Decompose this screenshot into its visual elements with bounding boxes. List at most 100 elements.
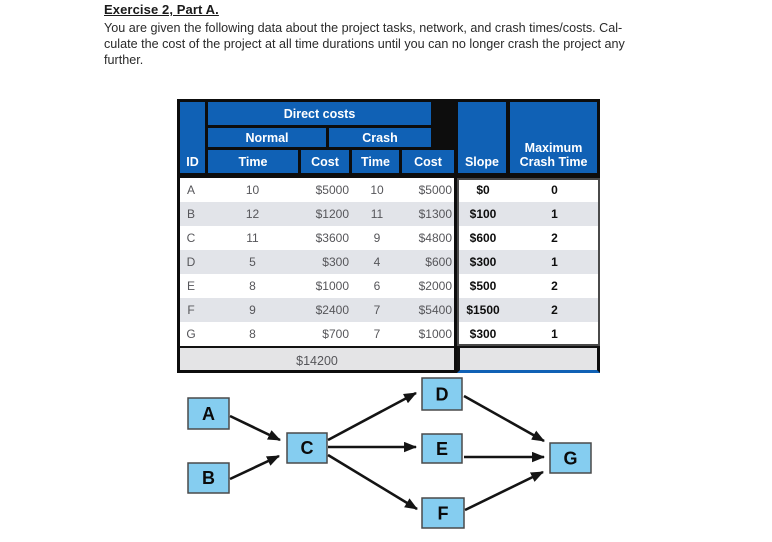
cell-normal-time: 9 <box>249 303 256 317</box>
instruction-line: culate the cost of the project at all ti… <box>104 37 625 51</box>
cell-slope: $300 <box>469 255 497 269</box>
header-max-crash-time: Maximum Crash Time <box>510 102 597 173</box>
table-row-g: G 8 $700 7 $1000 $300 1 <box>177 322 600 346</box>
cell-crash-time: 7 <box>373 327 381 341</box>
header-max-line1: Maximum <box>524 141 583 155</box>
instruction-line: You are given the following data about t… <box>104 21 623 35</box>
cell-max-crash: 2 <box>551 279 558 293</box>
total-normal-cost: $14200 <box>177 346 457 373</box>
cell-slope: $300 <box>469 327 497 341</box>
cell-normal-time: 11 <box>246 231 259 245</box>
cell-normal-time: 8 <box>249 279 256 293</box>
cell-crash-time: 10 <box>370 183 384 197</box>
cell-crash-time: 9 <box>373 231 381 245</box>
node-a: A <box>187 397 230 430</box>
header-crash-cost: Cost <box>402 150 454 173</box>
cell-normal-cost: $300 <box>322 255 349 269</box>
network-diagram: A B C D E F G <box>187 377 592 529</box>
cell-crash-cost: $1300 <box>418 207 452 221</box>
table-body: A 10 $5000 10 $5000 $0 0 B 12 $1200 11 $… <box>177 178 600 346</box>
header-max-line2: Crash Time <box>519 155 588 169</box>
cell-crash-time: 7 <box>373 303 381 317</box>
node-f-label: F <box>438 504 449 524</box>
cell-normal-time: 10 <box>245 183 260 197</box>
cell-normal-cost: $3600 <box>315 231 349 245</box>
cell-crash-cost: $1000 <box>418 327 452 341</box>
cell-crash-cost: $5000 <box>418 183 452 197</box>
node-c: C <box>286 432 328 464</box>
cell-crash-time: 4 <box>373 255 381 269</box>
cell-id: D <box>186 255 196 269</box>
cell-normal-cost: $1200 <box>315 207 349 221</box>
node-g-box <box>549 442 592 474</box>
cell-max-crash: 1 <box>551 207 558 221</box>
node-d-label: D <box>436 385 449 405</box>
table-row-a: A 10 $5000 10 $5000 $0 0 <box>177 178 600 202</box>
cell-crash-cost: $5400 <box>418 303 452 317</box>
cell-slope: $500 <box>469 279 497 293</box>
edge-b-c <box>229 454 280 481</box>
header-normal-time: Time <box>208 150 298 173</box>
node-f: F <box>421 497 465 529</box>
cell-crash-cost: $600 <box>425 255 452 269</box>
cell-crash-cost: $2000 <box>418 279 452 293</box>
node-d-box <box>421 377 463 411</box>
exercise-title: Exercise 2, Part A. <box>104 2 219 17</box>
cell-id: G <box>186 327 196 341</box>
cell-slope: $100 <box>469 207 497 221</box>
node-f-box <box>421 497 465 529</box>
table-header: ID Direct costs Normal Crash Time Cost T… <box>177 99 600 178</box>
cell-max-crash: 1 <box>551 327 558 341</box>
cell-slope: $0 <box>476 183 490 197</box>
node-e-box <box>421 433 463 464</box>
edge-c-d <box>327 391 417 442</box>
cell-crash-cost: $4800 <box>418 231 452 245</box>
node-a-box <box>187 397 230 430</box>
header-max-crash-time-text: Maximum Crash Time <box>520 141 588 169</box>
cell-crash-time: 11 <box>370 207 384 221</box>
cell-max-crash: 2 <box>551 303 558 317</box>
crash-cost-table: ID Direct costs Normal Crash Time Cost T… <box>177 99 600 373</box>
header-direct-costs: Direct costs <box>208 102 431 125</box>
cell-id: F <box>187 303 195 317</box>
cell-slope: $600 <box>469 231 497 245</box>
instruction-line: further. <box>104 53 144 67</box>
cell-normal-time: 12 <box>245 207 260 221</box>
table-row-e: E 8 $1000 6 $2000 $500 2 <box>177 274 600 298</box>
node-c-box <box>286 432 328 464</box>
cell-id: A <box>186 183 195 197</box>
cell-normal-cost: $2400 <box>315 303 349 317</box>
cell-id: C <box>186 231 196 245</box>
header-crash: Crash <box>329 128 431 147</box>
cell-max-crash: 1 <box>551 255 558 269</box>
cell-normal-time: 8 <box>249 327 256 341</box>
node-e: E <box>421 433 463 464</box>
edge-d-g <box>463 394 545 443</box>
header-id: ID <box>180 102 205 173</box>
edge-f-g <box>464 470 544 512</box>
cell-id: B <box>186 207 195 221</box>
edge-a-c <box>229 414 281 442</box>
node-d: D <box>421 377 463 411</box>
node-b-label: B <box>202 468 215 488</box>
edge-c-f <box>327 453 418 511</box>
node-b: B <box>187 462 230 494</box>
node-e-label: E <box>436 439 448 459</box>
header-normal: Normal <box>208 128 326 147</box>
header-crash-time: Time <box>352 150 399 173</box>
cell-normal-time: 5 <box>249 255 256 269</box>
cell-normal-cost: $700 <box>322 327 349 341</box>
cell-slope: $1500 <box>466 303 500 317</box>
cell-normal-cost: $5000 <box>315 183 349 197</box>
cell-max-crash: 0 <box>551 183 558 197</box>
cell-crash-time: 6 <box>373 279 381 293</box>
node-g-label: G <box>563 449 577 469</box>
table-row-d: D 5 $300 4 $600 $300 1 <box>177 250 600 274</box>
node-a-label: A <box>202 404 215 424</box>
node-c-label: C <box>301 438 314 458</box>
header-slope: Slope <box>458 102 506 173</box>
cell-max-crash: 2 <box>551 231 558 245</box>
table-row-f: F 9 $2400 7 $5400 $1500 2 <box>177 298 600 322</box>
header-normal-cost: Cost <box>301 150 349 173</box>
